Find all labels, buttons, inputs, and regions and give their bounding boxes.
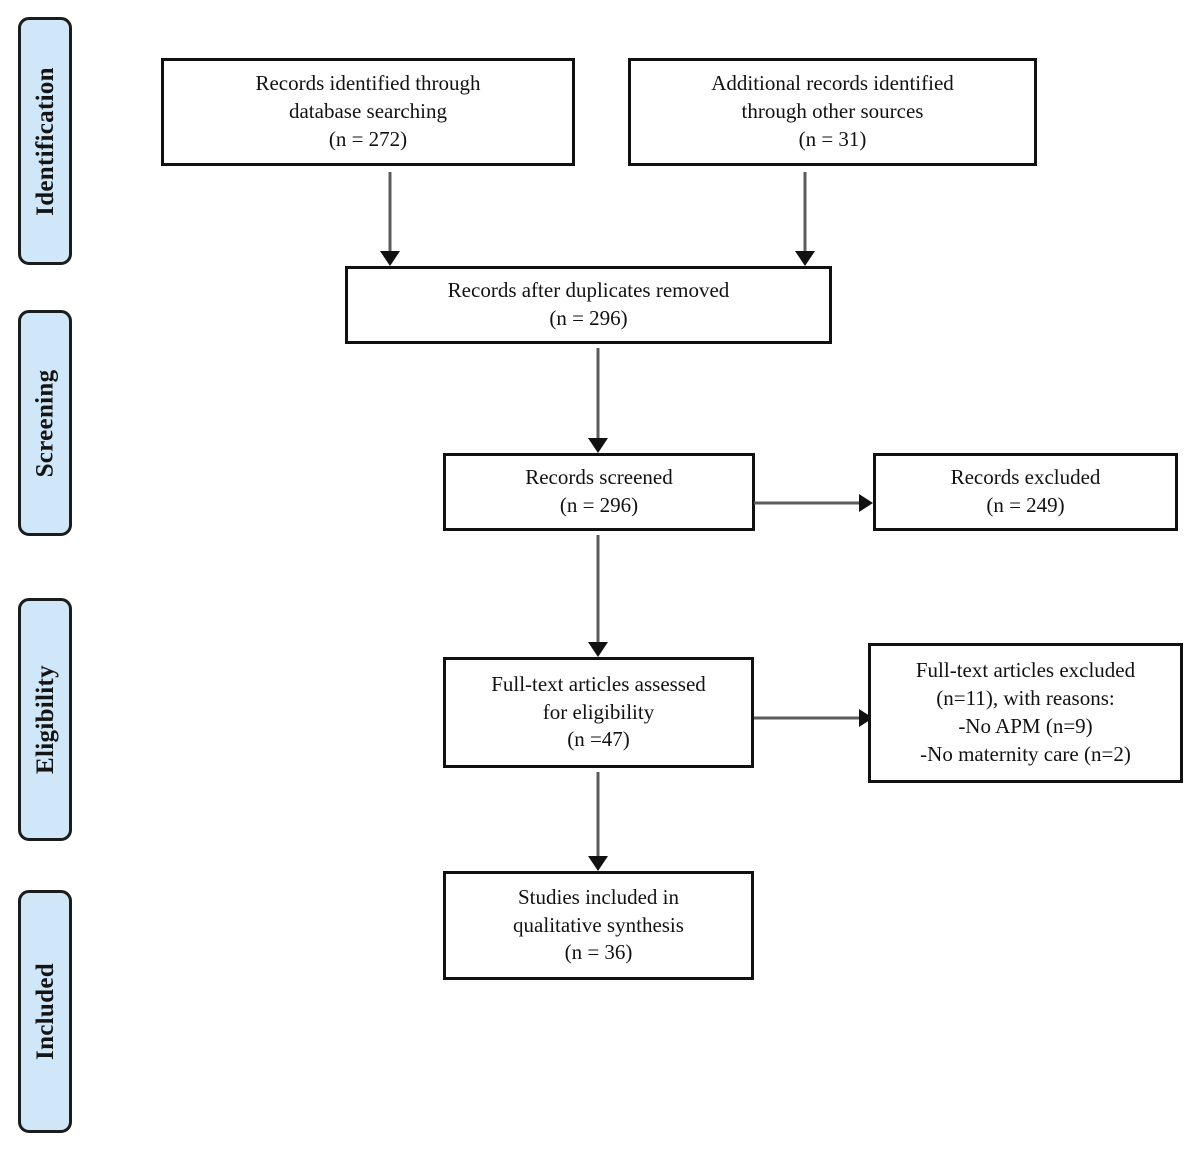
stage-label-included-text: Included [31,963,59,1060]
arrow-dedup-to-screened [588,348,608,453]
arrow-shaft [754,716,860,720]
box-line: Full-text articles assessed [491,671,706,696]
box-line: for eligibility [542,699,655,724]
box-records-identified-database: Records identified through database sear… [161,58,575,166]
arrow-db-to-dedup [380,172,400,266]
box-line: -No APM (n=9) [958,714,1093,738]
arrow-head [859,494,873,512]
box-line: Full-text articles excluded [915,658,1136,683]
arrow-other-to-dedup [795,172,815,266]
arrow-fulltext-to-excluded [754,709,873,727]
arrow-shaft [388,172,392,252]
box-line: (n = 296) [549,306,628,330]
box-full-text-assessed: Full-text articles assessed for eligibil… [443,657,754,768]
arrow-shaft [803,172,807,252]
box-line: -No maternity care (n=2) [920,741,1131,766]
arrow-head [380,251,400,266]
box-additional-records-other-sources: Additional records identified through ot… [628,58,1037,166]
arrow-shaft [754,501,860,505]
box-line: through other sources [741,99,924,124]
box-line: Records screened [525,465,673,490]
box-full-text-excluded: Full-text articles excluded (n=11), with… [868,643,1183,783]
box-line: qualitative synthesis [513,912,684,937]
arrow-head [588,438,608,453]
arrow-screened-to-fulltext [588,535,608,657]
arrow-shaft [596,772,600,857]
stage-label-included: Included [18,890,72,1133]
box-line: database searching [288,99,447,124]
box-line: (n =47) [567,727,630,752]
stage-label-screening-text: Screening [31,369,59,477]
box-line: Additional records identified [711,71,954,96]
arrow-shaft [596,348,600,439]
box-records-after-duplicates-removed: Records after duplicates removed (n = 29… [345,266,832,344]
stage-label-eligibility: Eligibility [18,598,72,841]
box-records-excluded: Records excluded (n = 249) [873,453,1178,531]
box-studies-included-qualitative: Studies included in qualitative synthesi… [443,871,754,980]
stage-label-identification-text: Identification [31,66,59,216]
arrow-head [588,642,608,657]
arrow-head [588,856,608,871]
box-line: Records identified through [255,71,481,96]
box-line: Studies included in [518,884,679,909]
arrow-head [795,251,815,266]
box-line: (n = 272) [328,126,408,151]
stage-label-screening: Screening [18,310,72,536]
arrow-screened-to-excluded [754,494,873,512]
box-records-screened: Records screened (n = 296) [443,453,755,531]
box-line: (n = 249) [986,493,1065,517]
box-line: (n = 31) [798,126,867,151]
box-line: (n = 296) [559,493,639,517]
stage-label-identification: Identification [18,17,72,265]
box-line: (n=11), with reasons: [936,686,1115,711]
arrow-shaft [596,535,600,643]
box-line: Records excluded [950,465,1101,490]
arrow-fulltext-to-included [588,772,608,871]
box-line: (n = 36) [564,940,633,965]
box-line: Records after duplicates removed [447,278,730,303]
stage-label-eligibility-text: Eligibility [31,665,59,774]
